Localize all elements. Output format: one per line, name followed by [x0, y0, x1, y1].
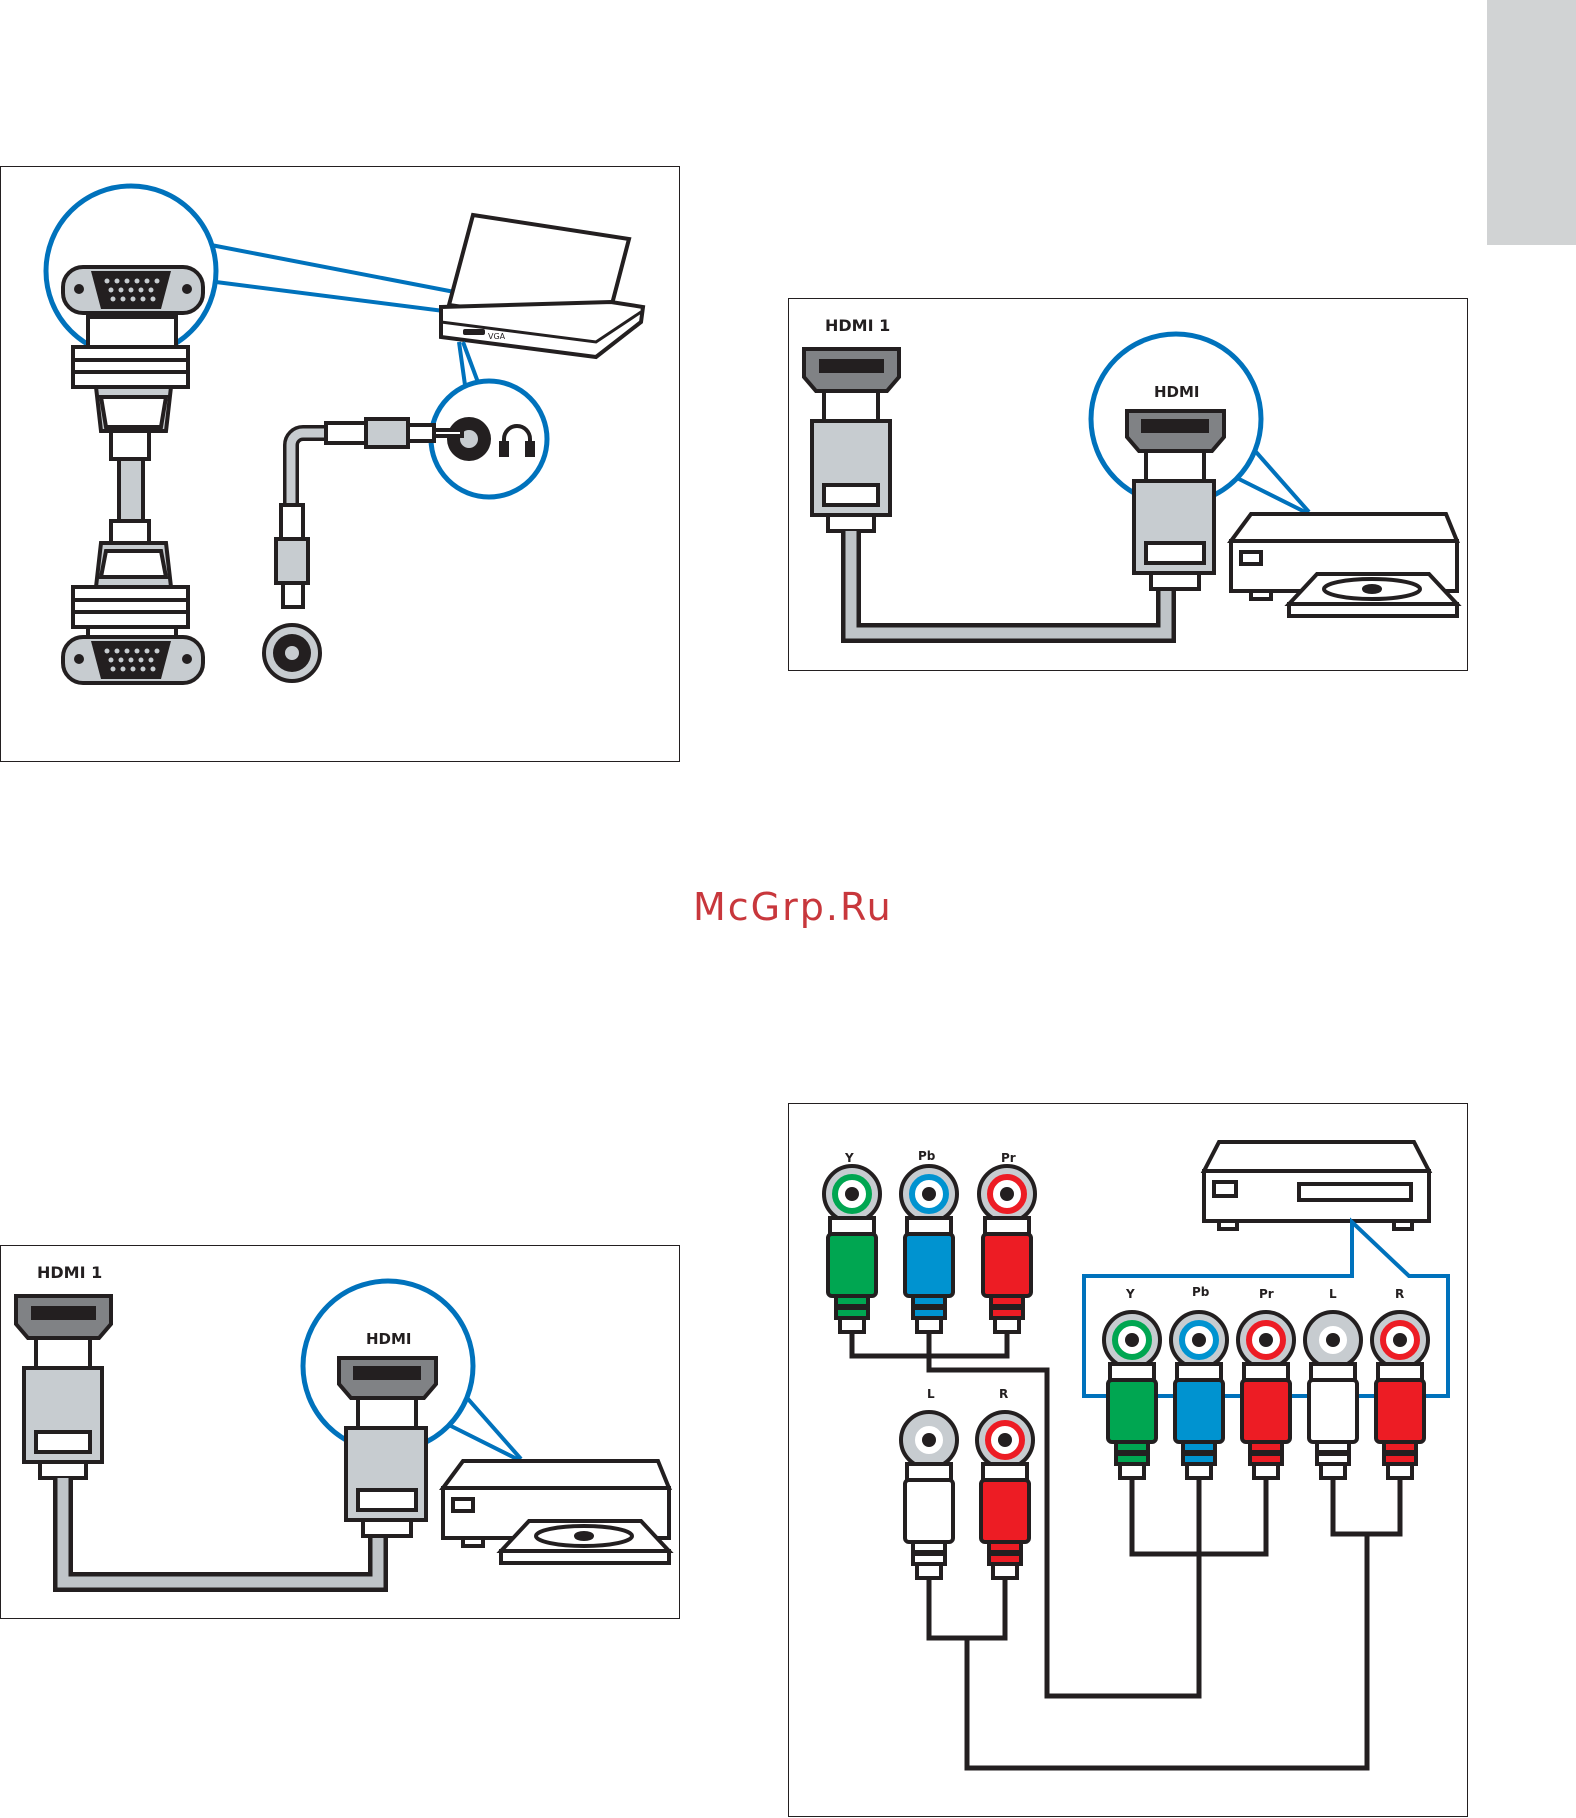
- tv-audio-plugs: [905, 1464, 1029, 1578]
- laptop-icon: VGA: [441, 215, 643, 357]
- tv-video-plugs: [828, 1218, 1031, 1332]
- device-plugs: [1108, 1364, 1424, 1478]
- tv-pr-label: Pr: [1001, 1151, 1016, 1165]
- dvd-player-icon: [1231, 514, 1457, 616]
- vga-port-icon: [63, 637, 203, 683]
- tv-hdmi-port-label: HDMI 1: [825, 316, 890, 335]
- hdmi-cable: [851, 531, 1166, 633]
- vga-cable: [73, 317, 188, 649]
- component-connection-diagram: Y Pb Pr L R Y Pb Pr L: [788, 1103, 1468, 1817]
- vga-connection-diagram: VGA: [0, 166, 680, 762]
- device-hdmi-port-label: HDMI: [1154, 383, 1200, 401]
- device-hdmi-port-label: HDMI: [366, 1330, 412, 1348]
- hdmi-plug-device-side: [1127, 411, 1224, 589]
- tv-hdmi-port-label: HDMI 1: [37, 1263, 102, 1282]
- laptop-vga-port-label: VGA: [488, 332, 506, 341]
- vga-port-icon: [63, 267, 203, 313]
- device-pb-label: Pb: [1192, 1285, 1210, 1299]
- hdmi-connection-diagram-bottom: HDMI 1 HDMI: [0, 1245, 680, 1619]
- device-pr-label: Pr: [1259, 1287, 1274, 1301]
- tv-r-label: R: [999, 1387, 1008, 1401]
- tv-video-jacks: Y Pb Pr: [824, 1149, 1035, 1222]
- hdmi-plug-tv-side: [16, 1296, 111, 1478]
- tv-pb-label: Pb: [918, 1149, 936, 1163]
- dvd-player-icon: [1204, 1142, 1429, 1229]
- device-l-label: L: [1329, 1287, 1337, 1301]
- device-r-label: R: [1395, 1287, 1404, 1301]
- side-tab: [1487, 0, 1576, 245]
- device-y-label: Y: [1125, 1287, 1135, 1301]
- hdmi-plug-tv-side: [804, 349, 899, 531]
- audio-jack-icon: [264, 625, 320, 681]
- audio-callout: [431, 342, 547, 497]
- hdmi-cable: [63, 1478, 378, 1582]
- tv-l-label: L: [927, 1387, 935, 1401]
- tv-y-label: Y: [844, 1151, 854, 1165]
- hdmi-connection-diagram-top: HDMI 1 HDMI: [788, 298, 1468, 671]
- dvd-player-icon: [443, 1461, 669, 1563]
- watermark-text: McGrp.Ru: [693, 885, 893, 929]
- tv-audio-jacks: L R: [901, 1387, 1033, 1468]
- hdmi-plug-device-side: [339, 1358, 436, 1536]
